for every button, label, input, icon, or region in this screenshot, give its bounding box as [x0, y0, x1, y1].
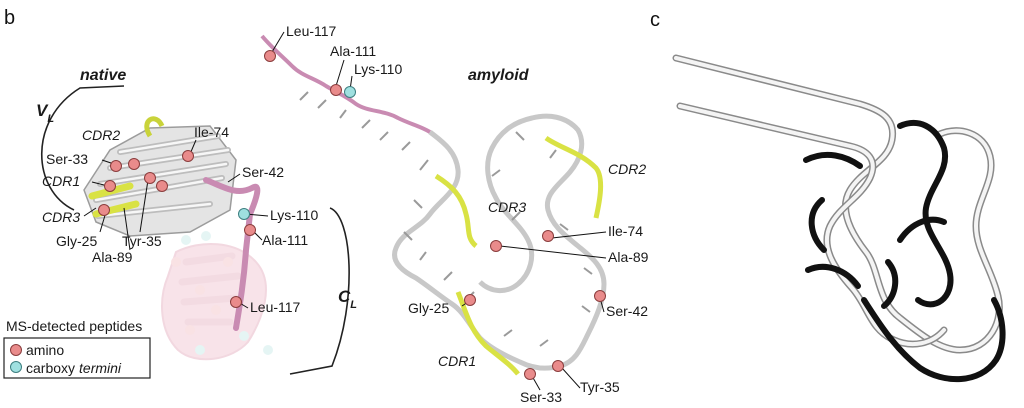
legend-amino-swatch	[10, 344, 22, 356]
native-leu117-label: Leu-117	[250, 299, 301, 315]
amyloid-gly25-label: Gly-25	[408, 300, 449, 316]
cl-label: CL	[338, 287, 357, 311]
amyloid-backbone	[392, 113, 607, 371]
amyloid-ala89-label: Ala-89	[608, 249, 649, 265]
legend-title: MS-detected peptides	[6, 318, 142, 334]
native-ala111-label: Ala-111	[262, 232, 308, 248]
amyloid-n-term-chain	[260, 34, 432, 134]
linker-strand	[203, 177, 261, 331]
native-cdr1-label: CDR1	[42, 173, 80, 189]
native-title: native	[80, 67, 126, 84]
native-gly25-label: Gly-25	[56, 233, 97, 249]
cl-domain-ghost	[161, 231, 273, 361]
native-ala89-label: Ala-89	[92, 249, 133, 265]
legend-amino-label: amino	[26, 342, 64, 358]
native-cdr2-label: CDR2	[82, 127, 120, 143]
native-tyr35-label: Tyr-35	[122, 233, 162, 249]
amyloid-title: amyloid	[468, 67, 530, 84]
amyloid-ile74-label: Ile-74	[608, 223, 643, 239]
amyloid-cdr3-segment	[434, 173, 478, 248]
panel-label-b: b	[4, 7, 15, 29]
amyloid-ala111-label: Ala-111	[330, 43, 376, 59]
native-cdr3-label: CDR3	[42, 209, 80, 225]
vl-bracket	[40, 85, 125, 211]
amyloid-lys110-label: Lys-110	[354, 61, 402, 77]
legend-carboxy-swatch	[10, 361, 22, 373]
native-ser42-label: Ser-42	[242, 164, 284, 180]
native-ser33-label: Ser-33	[46, 151, 88, 167]
amyloid-tyr35-label: Tyr-35	[580, 379, 620, 395]
native-residue-spheres	[98, 150, 256, 308]
amyloid-cdr1-label: CDR1	[438, 353, 476, 369]
legend-box	[3, 337, 151, 379]
native-lys110-label: Lys-110	[270, 207, 318, 223]
amyloid-leader-lines	[271, 31, 607, 391]
cl-bracket	[289, 207, 350, 375]
amyloid-cdr3-label: CDR3	[488, 199, 526, 215]
amyloid-cdr2-segment	[544, 135, 604, 219]
amyloid-cdr1-segment	[455, 291, 520, 376]
panel-c-worm-model	[672, 54, 1006, 383]
amyloid-ser42-label: Ser-42	[606, 303, 648, 319]
vl-label: VL	[36, 101, 54, 125]
amyloid-leu117-label: Leu-117	[286, 23, 337, 39]
native-ile74-label: Ile-74	[194, 124, 229, 140]
amyloid-ser33-label: Ser-33	[520, 389, 562, 405]
amyloid-cdr2-label: CDR2	[608, 161, 646, 177]
panel-label-c: c	[650, 9, 660, 31]
amyloid-residue-spheres	[264, 50, 606, 380]
